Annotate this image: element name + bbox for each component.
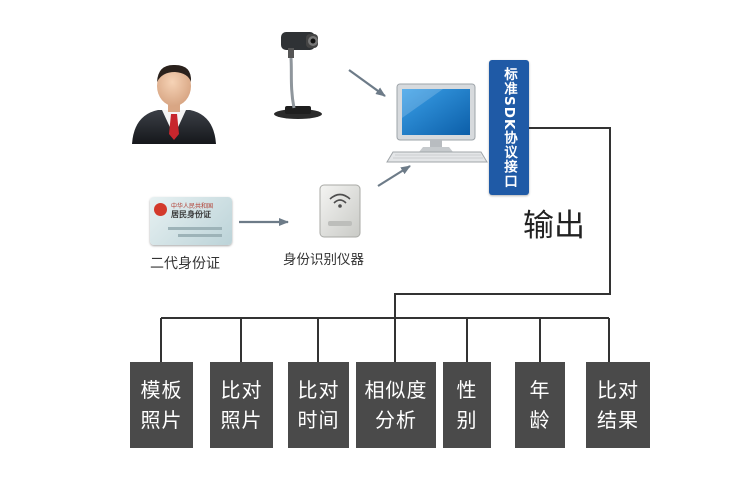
output-wire xyxy=(394,127,611,318)
result-line1: 性 xyxy=(456,378,478,402)
result-line2: 照片 xyxy=(140,408,183,432)
result-template-photo: 模板照片 xyxy=(130,362,193,448)
id-reader-icon xyxy=(319,184,361,238)
result-compare-time: 比对时间 xyxy=(288,362,349,448)
result-age: 年龄 xyxy=(515,362,565,448)
result-line2: 照片 xyxy=(220,408,263,432)
result-compare-result: 比对结果 xyxy=(586,362,650,448)
result-line2: 龄 xyxy=(529,408,551,432)
id-card-icon: 中华人民共和国 居民身份证 xyxy=(150,197,232,245)
result-line1: 比对 xyxy=(220,378,263,402)
result-line1: 比对 xyxy=(597,378,639,402)
result-line2: 分析 xyxy=(375,408,417,432)
id-card-stripe-2 xyxy=(178,234,222,237)
sdk-interface-banner: 标准SDK协议接口 xyxy=(489,60,529,195)
computer-icon xyxy=(386,83,488,163)
arrow-reader-to-computer xyxy=(377,165,411,187)
result-line2: 结果 xyxy=(597,408,639,432)
result-similarity-analysis: 相似度分析 xyxy=(356,362,436,448)
webcam-icon xyxy=(274,32,322,119)
id-card-caption: 二代身份证 xyxy=(150,256,220,272)
result-line1: 模板 xyxy=(140,378,183,402)
arrow-webcam-to-computer xyxy=(348,69,386,97)
result-line2: 别 xyxy=(456,408,478,432)
id-card-title: 居民身份证 xyxy=(171,210,211,219)
output-branches xyxy=(160,318,610,362)
person-icon xyxy=(132,64,216,144)
result-line1: 相似度 xyxy=(364,378,428,402)
output-label: 输出 xyxy=(523,208,585,244)
id-reader-caption: 身份识别仪器 xyxy=(283,252,364,268)
result-compare-photo: 比对照片 xyxy=(210,362,273,448)
id-card-stripe xyxy=(168,227,222,230)
result-line2: 时间 xyxy=(297,408,340,432)
result-line1: 年 xyxy=(529,378,551,402)
result-line1: 比对 xyxy=(297,378,340,402)
id-card-emblem xyxy=(154,203,167,216)
id-card-header: 中华人民共和国 xyxy=(171,203,214,210)
result-gender: 性别 xyxy=(443,362,491,448)
sdk-banner-label: 标准SDK协议接口 xyxy=(501,66,517,189)
